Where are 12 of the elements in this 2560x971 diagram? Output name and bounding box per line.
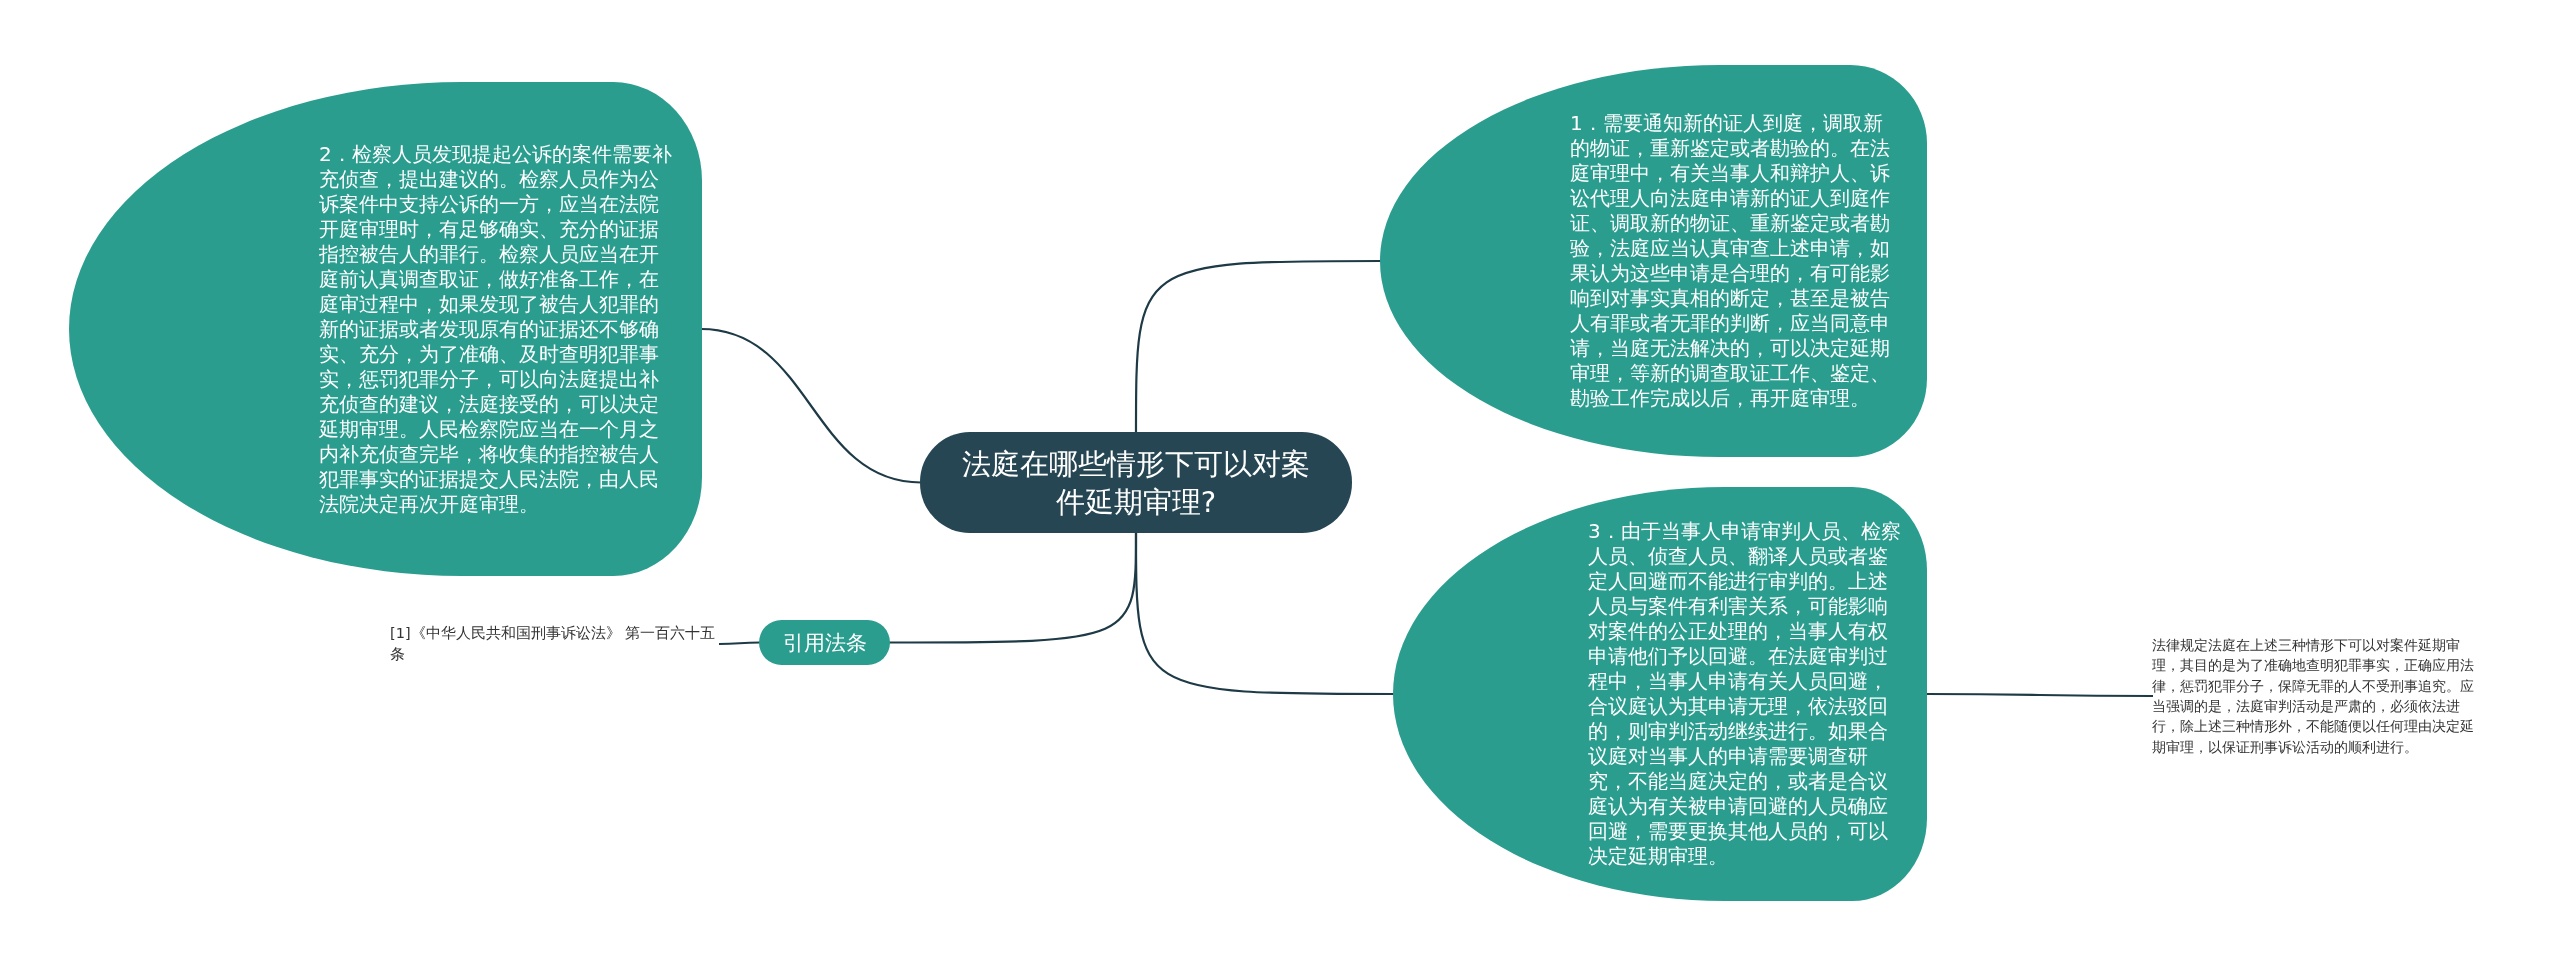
topic-pill: 法庭在哪些情形下可以对案件延期审理?: [920, 432, 1352, 533]
citation-text: [1]《中华人民共和国刑事诉讼法》 第一百六十五条: [390, 622, 720, 666]
connector-line: [1134, 259, 1381, 432]
connector-line: [719, 641, 760, 646]
topic-bubble: 1．需要通知新的证人到庭，调取新的物证，重新鉴定或者勘验的。在法庭审理中，有关当事人和辩护人、诉讼代理人向法庭申请新的证人到庭作证、调取新的物证、重新鉴定或者勘验，法庭应当认真审查上述申请，如果认为这些申请是合理的，有可能影响到对事实真相的断定，甚至是被告人有罪或者无罪的判断，应当同意申请，当庭无法解决的，可以决定延期审理，等新的调查取证工作、鉴定、勘验工作完成以后，再开庭审理。: [1380, 65, 1927, 457]
note-text: 法律规定法庭在上述三种情形下可以对案件延期审理，其目的是为了准确地查明犯罪事实，正确应用法律，惩罚犯罪分子，保障无罪的人不受刑事追究。应当强调的是，法庭审判活动是严肃的，必须依法进行，除上述三种情形外，不能随便以任何理由决定延期审理，以保证刑事诉讼活动的顺利进行。: [2152, 622, 2482, 770]
topic-bubble: 3．由于当事人申请审判人员、检察人员、侦查人员、翻译人员或者鉴定人回避而不能进行审判的。上述人员与案件有利害关系，可能影响对案件的公正处理的，当事人有权申请他们予以回避。在法庭审判过程中，当事人申请有关人员回避，合议庭认为其申请无理，依法驳回的，则审判活动继续进行。如果合议庭对当事人的申请需要调查研究，不能当庭决定的，或者是合议庭认为有关被申请回避的人员确应回避，需要更换其他人员的，可以决定延期审理。: [1393, 487, 1927, 901]
topic-bubble: 2．检察人员发现提起公诉的案件需要补充侦查，提出建议的。检察人员作为公诉案件中支持公诉的一方，应当在法院开庭审理时，有足够确实、充分的证据指控被告人的罪行。检察人员应当在开庭前认真调查取证，做好准备工作，在庭审过程中，如果发现了被告人犯罪的新的证据或者发现原有的证据还不够确实、充分，为了准确、及时查明犯罪事实，惩罚犯罪分子，可以向法庭提出补充侦查的建议，法庭接受的，可以决定延期审理。人民检察院应当在一个月之内补充侦查完毕，将收集的指控被告人犯罪事实的证据提交人民法院，由人民法院决定再次开庭审理。: [69, 82, 702, 576]
connector-line: [889, 533, 1138, 644]
connector-line: [1926, 692, 2153, 698]
subtopic-pill: 引用法条: [759, 620, 890, 665]
connector-line: [700, 327, 922, 484]
